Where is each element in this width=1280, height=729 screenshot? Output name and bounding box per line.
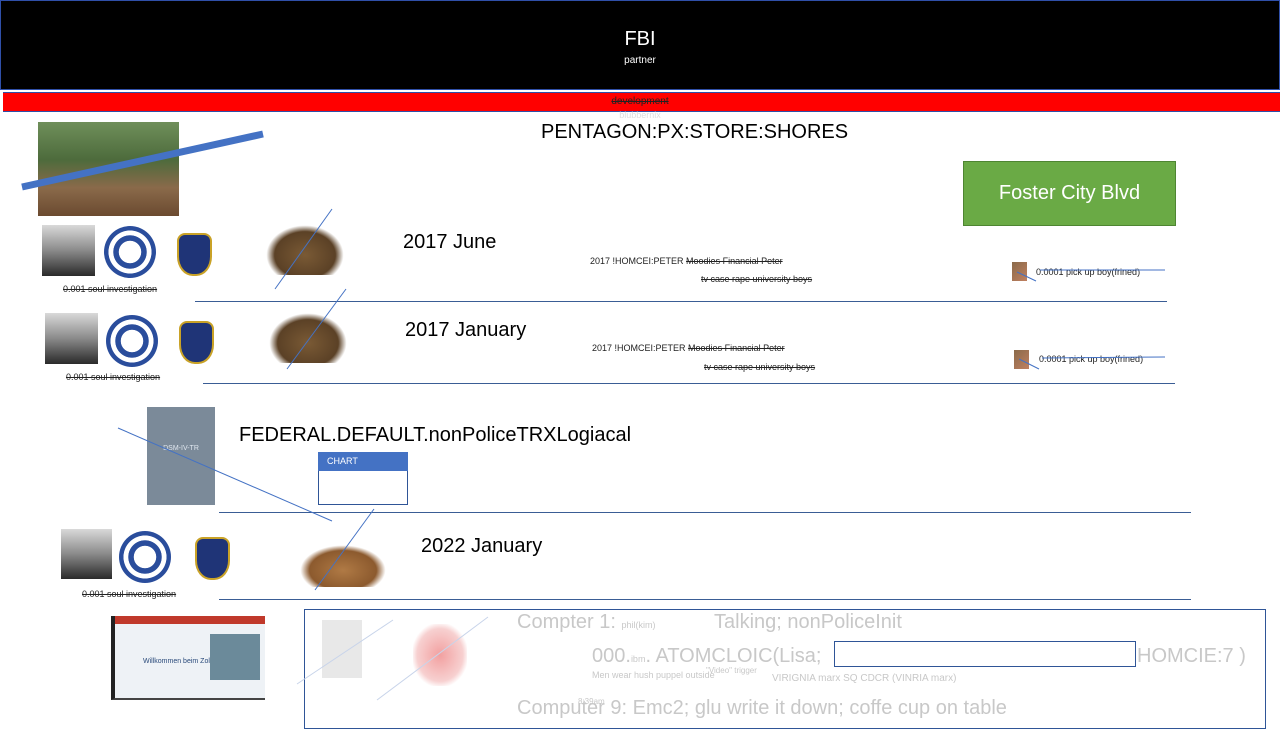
row-divider xyxy=(219,599,1191,600)
computer1-line: Compter 1: phil(kim) xyxy=(517,611,656,634)
red-banner xyxy=(3,92,1280,112)
peter-strike: Moodies Financial Peter xyxy=(688,343,785,353)
row-divider xyxy=(203,383,1175,384)
homcie-label: HOMCIE:7 ) xyxy=(1137,645,1246,667)
store-title: PENTAGON:PX:STORE:SHORES xyxy=(541,121,849,143)
atom-ibm: ibm xyxy=(630,654,646,664)
book-title: DSM-IV-TR xyxy=(163,445,199,452)
time-label: 8:39am xyxy=(578,697,605,706)
website-screenshot: Willkommen beim Zoll xyxy=(111,616,265,700)
portrait-image xyxy=(42,225,95,276)
dhs-seal-icon xyxy=(106,315,158,367)
dsm-book-image xyxy=(147,407,215,505)
computer1-label: Compter 1: xyxy=(517,611,616,633)
row-divider xyxy=(195,301,1167,302)
tv-case-label: tv case rape university boys xyxy=(701,274,813,284)
virginia-label: VIRIGNIA marx SQ CDCR (VINRIA marx) xyxy=(772,673,957,684)
dhs-seal-icon xyxy=(104,226,156,278)
screenshot-caption: Willkommen beim Zoll xyxy=(143,658,212,665)
thumbnail-image xyxy=(1012,262,1027,281)
peter-strike: Moodies Financial Peter xyxy=(686,256,783,266)
men-wear-label: Men wear hush puppel outside xyxy=(592,670,715,680)
row-date: 2017 January xyxy=(405,319,527,341)
red-car-image xyxy=(413,624,467,686)
row-date: 2017 June xyxy=(403,231,497,253)
peter-prefix: 2017 !HOMCEI:PETER xyxy=(590,256,684,266)
peter-prefix: 2017 !HOMCEI:PETER xyxy=(592,343,686,353)
chart-header[interactable]: CHART xyxy=(318,452,408,471)
peter-line: 2017 !HOMCEI:PETER Moodies Financial Pet… xyxy=(592,343,785,353)
atom-main: ATOMCLOIC(Lisa; xyxy=(655,645,822,667)
computer9-label: Computer 9: Emc2; glu write it down; cof… xyxy=(517,697,1007,719)
tv-case-label: tv case rape university boys xyxy=(704,362,816,372)
police-badge-icon xyxy=(179,321,214,364)
soul-investigation-label: 0.001 soul investigation xyxy=(82,589,177,599)
police-badge-icon xyxy=(195,537,230,580)
thumbnail-image xyxy=(1014,350,1029,369)
header-subtitle: partner xyxy=(624,55,656,66)
shoe-image xyxy=(269,313,347,363)
atom-prefix: 000. xyxy=(592,645,631,667)
police-badge-icon xyxy=(177,233,212,276)
talking-label: Talking; nonPoliceInit xyxy=(714,611,902,633)
pickup-label: 0.0001 pick up boy(frined) xyxy=(1036,267,1141,277)
header-bar xyxy=(0,0,1280,90)
shoe-image xyxy=(266,225,344,275)
pickup-label: 0.0001 pick up boy(frined) xyxy=(1039,354,1144,364)
federal-label: FEDERAL.DEFAULT.nonPoliceTRXLogiacal xyxy=(239,424,632,446)
dhs-seal-icon xyxy=(119,531,171,583)
computer1-user: phil(kim) xyxy=(621,620,656,630)
peter-line: 2017 !HOMCEI:PETER Moodies Financial Pet… xyxy=(590,256,783,266)
soul-investigation-label: 0.001 soul investigation xyxy=(63,284,158,294)
banner-label: development xyxy=(611,96,669,107)
header-title: FBI xyxy=(624,28,656,50)
row-date: 2022 January xyxy=(421,535,543,557)
foster-city-button[interactable]: Foster City Blvd xyxy=(963,161,1176,226)
portrait-image xyxy=(45,313,98,364)
row-divider xyxy=(219,512,1191,513)
soul-investigation-label: 0.001 soul investigation xyxy=(66,372,161,382)
portrait-image xyxy=(61,529,112,579)
atom-line: 000.ibm. ATOMCLOIC(Lisa; xyxy=(592,645,822,667)
faded-figure-image xyxy=(322,620,362,678)
video-trigger-label: "Video" trigger xyxy=(706,666,757,675)
banner-sublabel: blubbernix xyxy=(619,110,661,120)
panel-input[interactable] xyxy=(834,641,1136,667)
